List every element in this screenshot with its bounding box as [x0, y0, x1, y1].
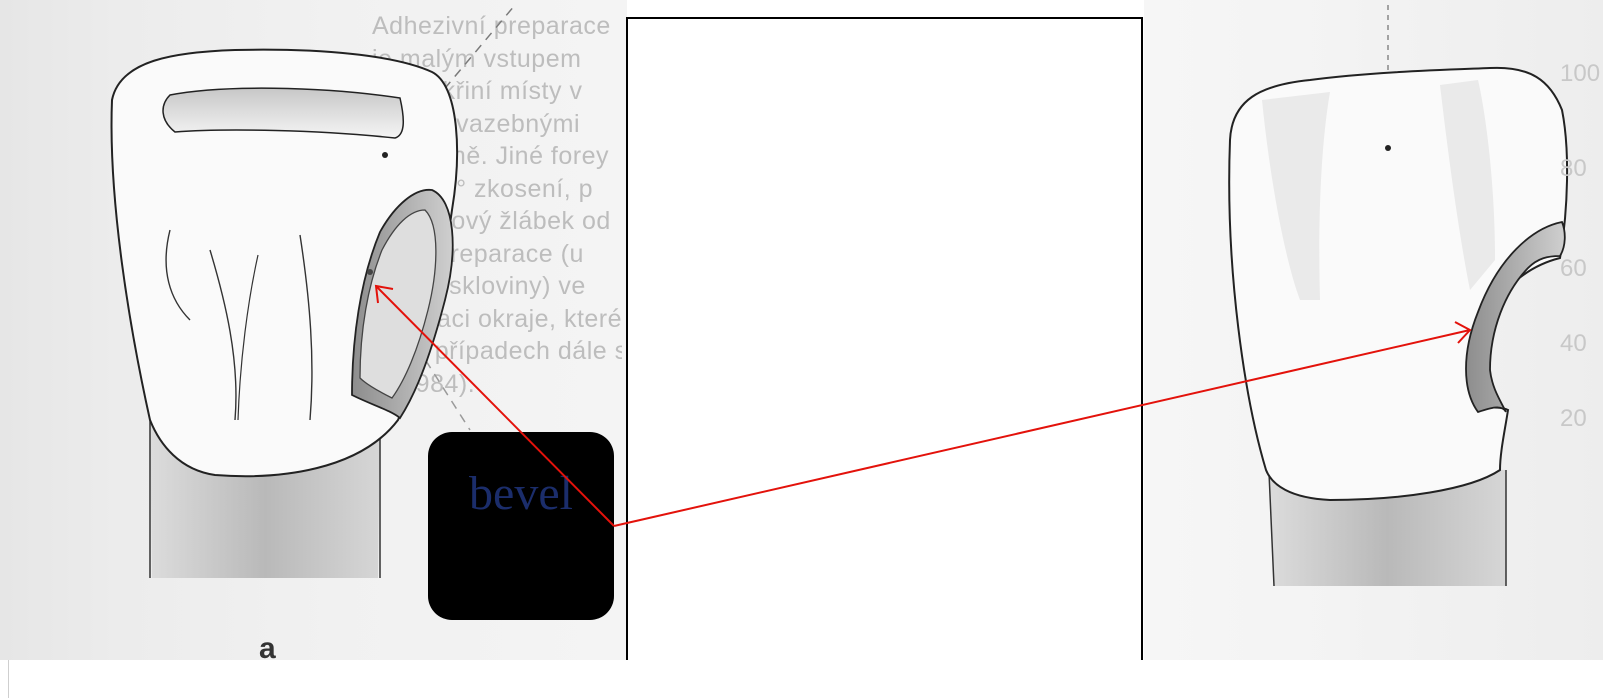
arrow-to-left-bevel — [376, 286, 614, 526]
arrow-to-right-bevel — [614, 330, 1470, 526]
bottom-divider — [8, 660, 9, 698]
bottom-strip — [0, 660, 1603, 698]
